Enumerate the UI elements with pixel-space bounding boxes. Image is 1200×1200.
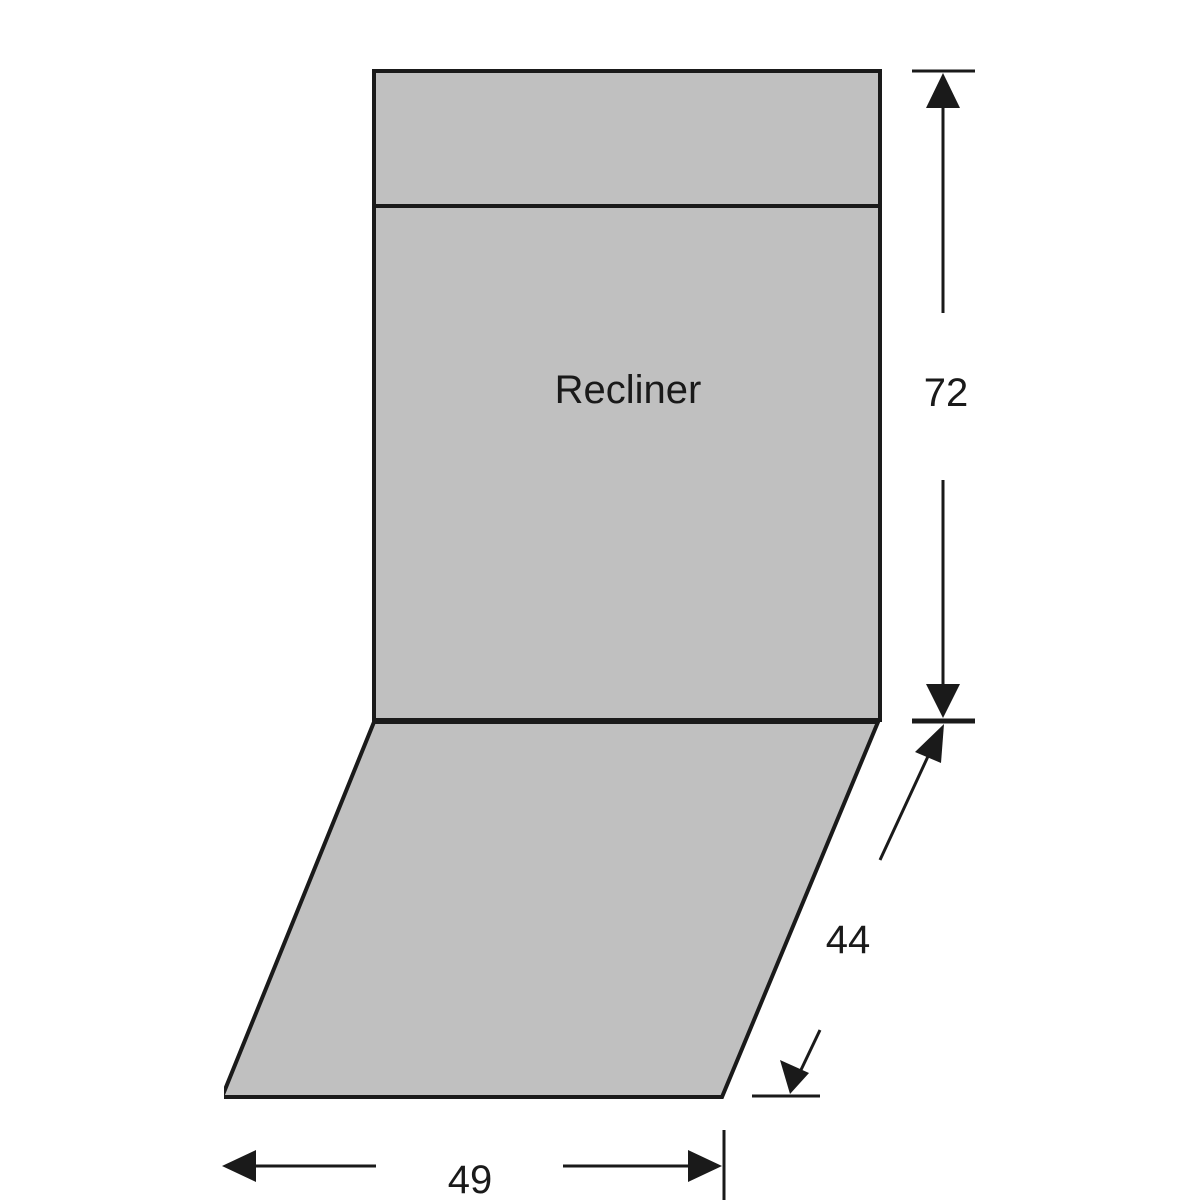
arrow-up-icon	[926, 73, 960, 108]
product-label: Recliner	[555, 368, 702, 412]
height-label: 72	[924, 371, 969, 415]
backrest-panel	[372, 204, 882, 722]
height-dimension: 72	[912, 69, 975, 722]
arrow-down-left-icon	[780, 1060, 809, 1094]
seat-panel	[219, 720, 881, 1099]
arrow-down-icon	[926, 684, 960, 718]
width-label: 49	[448, 1158, 493, 1200]
headrest-panel	[372, 69, 882, 208]
seat-depth-label: 44	[826, 918, 871, 962]
arrow-left-icon	[222, 1150, 256, 1182]
arrow-up-right-icon	[915, 724, 944, 763]
seat-depth-dimension: 44	[752, 720, 975, 1098]
arrow-right-icon	[688, 1150, 722, 1182]
width-dimension: 49	[222, 1130, 726, 1200]
